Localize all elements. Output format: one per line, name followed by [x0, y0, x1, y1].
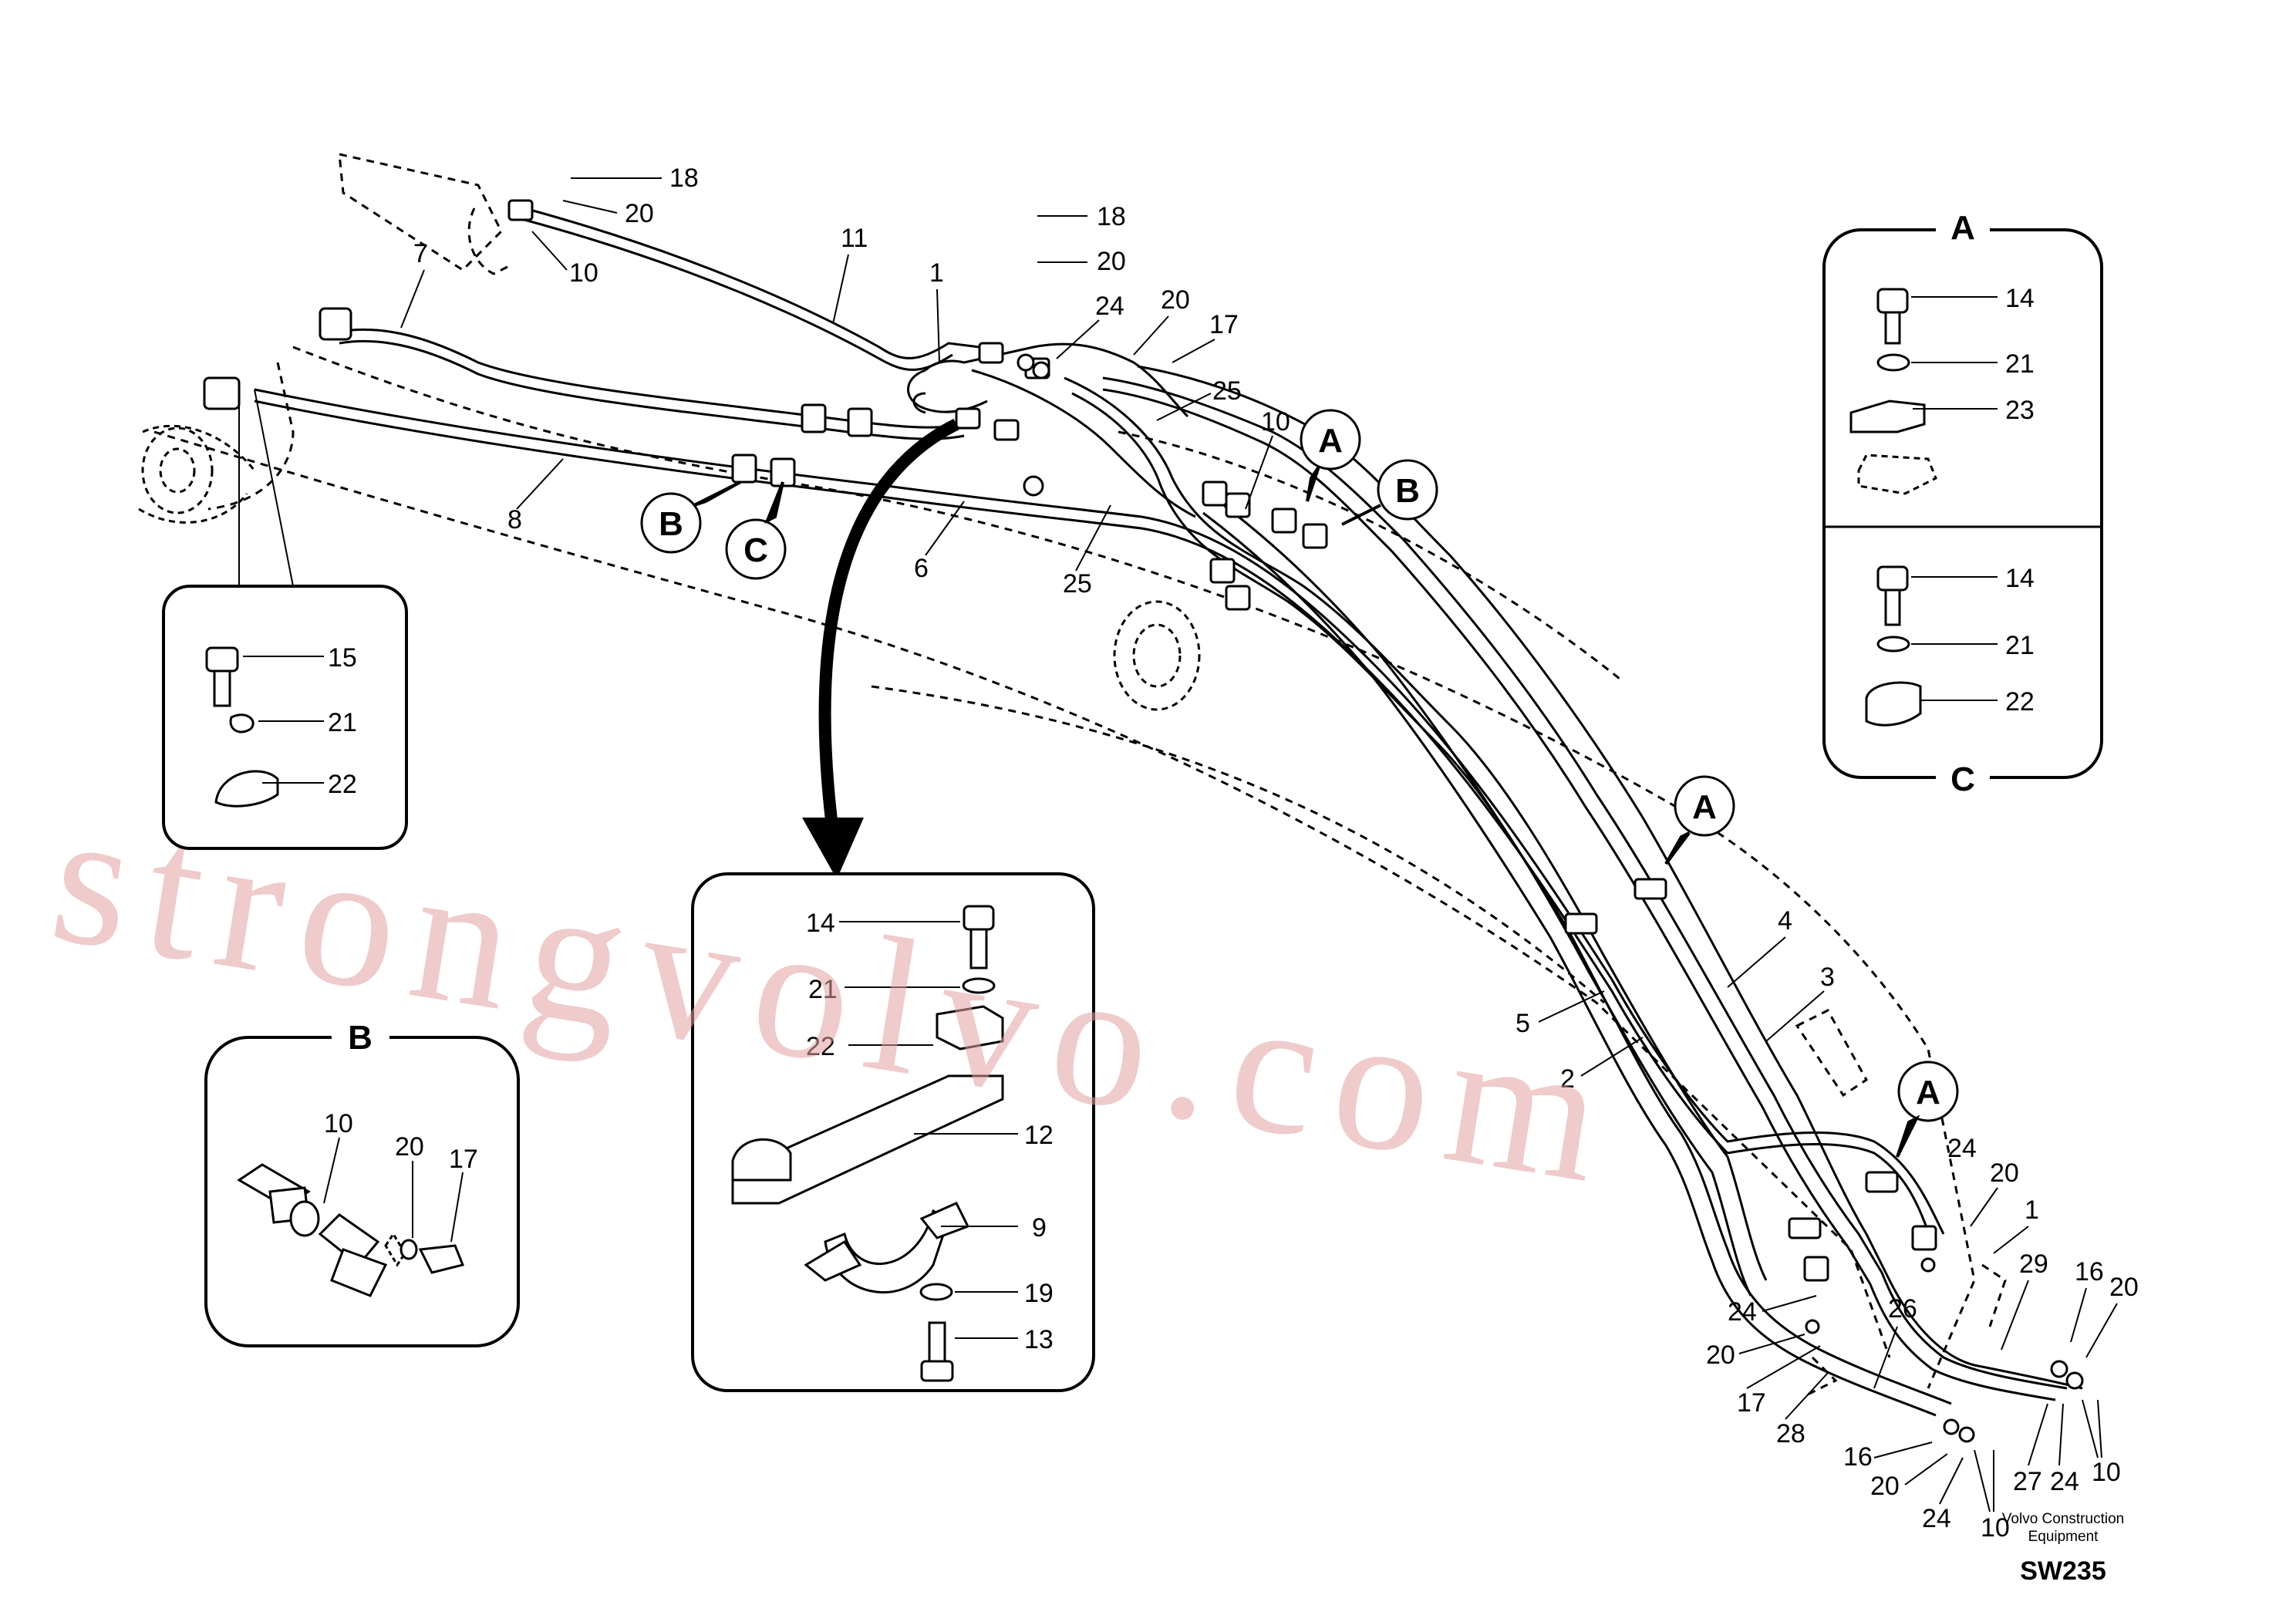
washer-21 [229, 713, 255, 733]
detail-c-14: 14 [2005, 564, 2035, 593]
callout-11: 11 [841, 224, 868, 253]
detail-center-9: 9 [1032, 1213, 1047, 1243]
svg-text:C: C [743, 531, 768, 569]
detail-b-17: 17 [449, 1145, 478, 1174]
svg-text:B: B [659, 505, 683, 543]
callout-24a: 24 [1095, 292, 1124, 321]
detail-center-21: 21 [808, 975, 838, 1004]
boom-pivot [138, 424, 1201, 711]
callout-10c: 10 [1981, 1513, 2010, 1543]
marker-c-left: C [725, 481, 787, 580]
callout-17a: 17 [1209, 310, 1239, 339]
callout-5: 5 [1515, 1009, 1530, 1038]
callout-26: 26 [1888, 1294, 1917, 1324]
callout-10a: 10 [569, 258, 598, 288]
svg-text:A: A [1916, 1074, 1940, 1111]
marker-a-top: A [1300, 409, 1361, 502]
callout-24d: 24 [1922, 1504, 1951, 1533]
detail-c-21: 21 [2005, 631, 2035, 660]
callout-16b: 16 [1843, 1442, 1873, 1472]
callout-labels: 18 20 10 11 7 1 18 20 24 20 17 25 8 6 25… [400, 164, 2139, 1543]
detail-center-12: 12 [1024, 1121, 1054, 1150]
callout-2: 2 [1560, 1064, 1575, 1094]
callout-20e: 20 [2109, 1273, 2139, 1302]
section-markers: A B B C A A [640, 409, 1959, 1158]
callout-20c: 20 [1161, 285, 1190, 315]
callout-28: 28 [1776, 1419, 1805, 1448]
callout-27: 27 [2013, 1467, 2042, 1496]
callout-20b: 20 [1097, 247, 1126, 276]
detail-left-21: 21 [328, 708, 357, 737]
callout-24c: 24 [1728, 1297, 1757, 1327]
detail-b-title: B [348, 1019, 373, 1057]
detail-center-19: 19 [1024, 1279, 1054, 1308]
footer: Volvo Construction Equipment SW235 [2002, 1511, 2124, 1586]
callout-17b: 17 [1737, 1388, 1766, 1418]
detail-center-14: 14 [806, 909, 835, 938]
detail-left: 15 21 22 [162, 389, 408, 850]
boom-outline [153, 153, 2007, 1398]
svg-text:A: A [1318, 422, 1343, 460]
svg-text:A: A [1692, 788, 1717, 826]
detail-left-22: 22 [328, 770, 357, 799]
bolt-15 [205, 646, 239, 707]
callout-6: 6 [914, 554, 929, 583]
callout-20a: 20 [625, 199, 654, 228]
callout-1a: 1 [929, 258, 944, 288]
detail-center-13: 13 [1024, 1325, 1054, 1354]
callout-20d: 20 [1990, 1158, 2019, 1188]
detail-b-10: 10 [324, 1109, 353, 1138]
callout-10d: 10 [2092, 1458, 2121, 1487]
detail-b: B 10 20 17 [204, 1018, 520, 1347]
marker-b-left: B [640, 481, 741, 554]
callout-29: 29 [2019, 1249, 2048, 1279]
callout-20g: 20 [1870, 1472, 1900, 1501]
detail-left-15: 15 [328, 643, 357, 673]
detail-c-title: C [1950, 760, 1975, 798]
detail-center-22: 22 [806, 1032, 835, 1061]
detail-c-22: 22 [2005, 687, 2035, 717]
callout-18a: 18 [669, 164, 699, 193]
callout-3: 3 [1820, 963, 1835, 992]
callout-25a: 25 [1212, 376, 1242, 406]
detail-center: 14 21 22 12 9 19 13 [691, 872, 1095, 1392]
detail-a-title: A [1950, 209, 1975, 247]
marker-b-top: B [1341, 459, 1438, 526]
callout-10b: 10 [1261, 407, 1290, 437]
hydraulic-lines [254, 207, 2083, 1417]
detail-a-14: 14 [2005, 284, 2035, 313]
brand-line2: Equipment [2028, 1529, 2099, 1545]
callout-18b: 18 [1097, 202, 1126, 231]
detail-a-21: 21 [2005, 349, 2035, 379]
marker-a-low: A [1896, 1061, 1959, 1158]
callout-24e: 24 [2050, 1467, 2079, 1496]
detail-a-c: A 14 21 23 14 21 22 C [1822, 209, 2103, 798]
callout-25b: 25 [1063, 569, 1092, 599]
callout-1b: 1 [2025, 1195, 2039, 1225]
drawing-code: SW235 [2020, 1556, 2106, 1586]
svg-text:B: B [1395, 472, 1420, 510]
detail-a-23: 23 [2005, 396, 2035, 425]
brand-line1: Volvo Construction [2002, 1511, 2124, 1527]
marker-a-mid: A [1664, 775, 1735, 865]
callout-20f: 20 [1706, 1340, 1735, 1370]
callout-8: 8 [507, 505, 522, 534]
detail-b-20: 20 [395, 1132, 424, 1162]
callout-4: 4 [1778, 906, 1792, 936]
clamps-and-fittings [203, 199, 2084, 1443]
callout-16a: 16 [2075, 1257, 2104, 1286]
clamp-22 [214, 770, 279, 808]
callout-7: 7 [413, 239, 428, 268]
callout-24b: 24 [1947, 1134, 1977, 1163]
detail-arrow [802, 418, 959, 879]
